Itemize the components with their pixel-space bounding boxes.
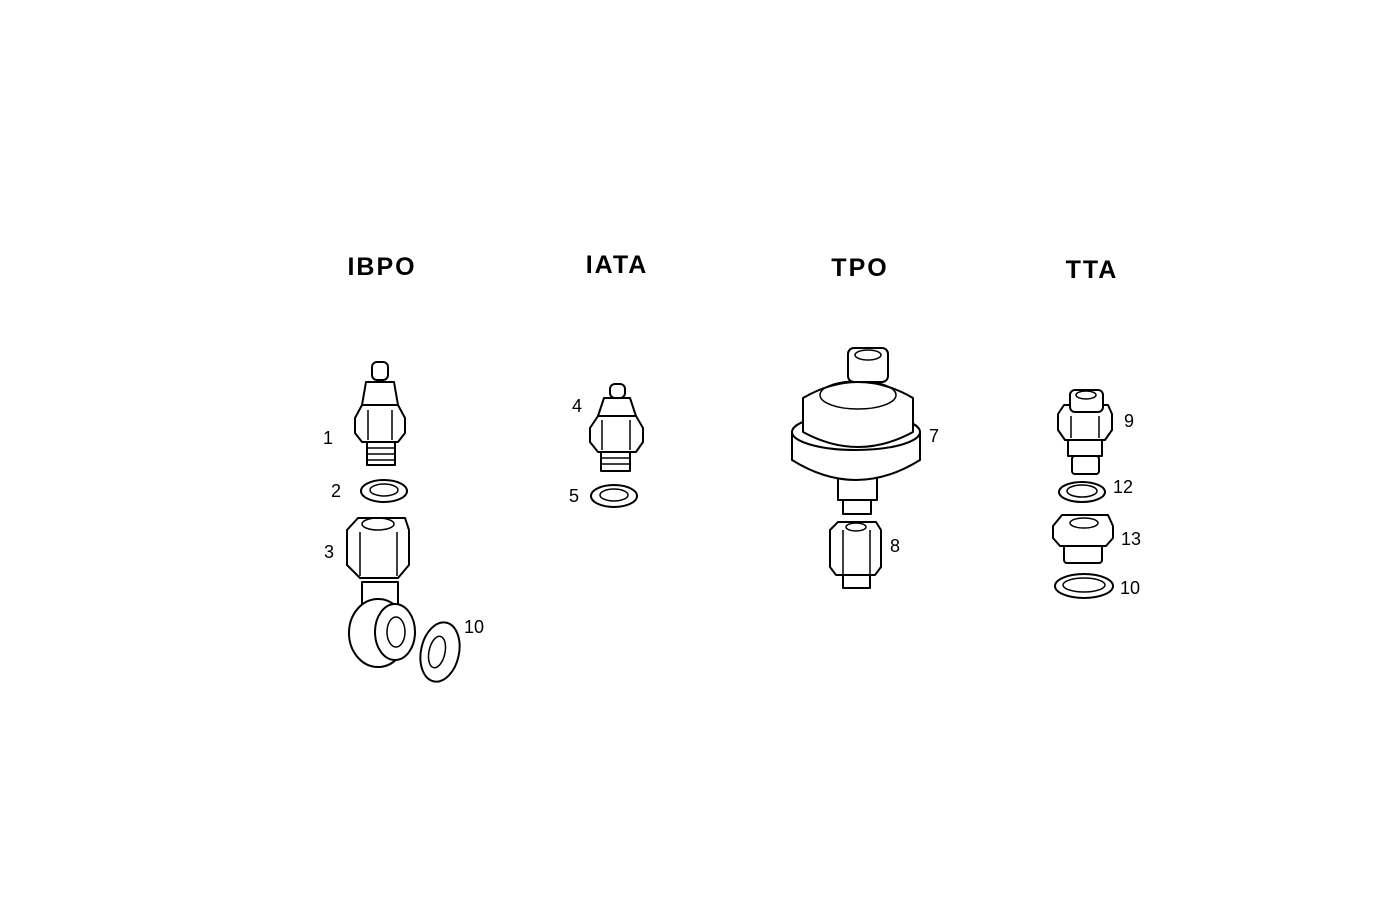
part-10-washer-ibpo [419,621,461,683]
group-title-tpo: TPO [831,254,888,282]
part-13-nut [1052,514,1114,564]
part-5-washer [590,484,638,508]
callout-5: 5 [569,486,579,506]
callout-7: 7 [929,426,939,446]
part-1-sensor [354,361,406,466]
part-4-sensor [589,383,644,472]
callout-13: 13 [1121,529,1141,549]
callout-2: 2 [331,481,341,501]
group-title-ibpo: IBPO [347,253,416,281]
callout-1: 1 [323,428,333,448]
part-2-washer [360,479,408,503]
part-9-temperature-sender [1057,389,1113,475]
part-7-pressure-sender [791,347,921,515]
part-8-adapter [829,521,882,589]
part-3-banjo-fitting [346,517,416,668]
callout-3: 3 [324,542,334,562]
group-title-iata: IATA [586,251,649,279]
part-12-washer [1058,481,1106,503]
callout-8: 8 [890,536,900,556]
part-10-washer-tta [1054,573,1114,599]
callout-10-tta: 10 [1120,578,1140,598]
callout-12: 12 [1113,477,1133,497]
callout-10-ibpo: 10 [464,617,484,637]
callout-9: 9 [1124,411,1134,431]
group-title-tta: TTA [1066,256,1119,284]
callout-4: 4 [572,396,582,416]
